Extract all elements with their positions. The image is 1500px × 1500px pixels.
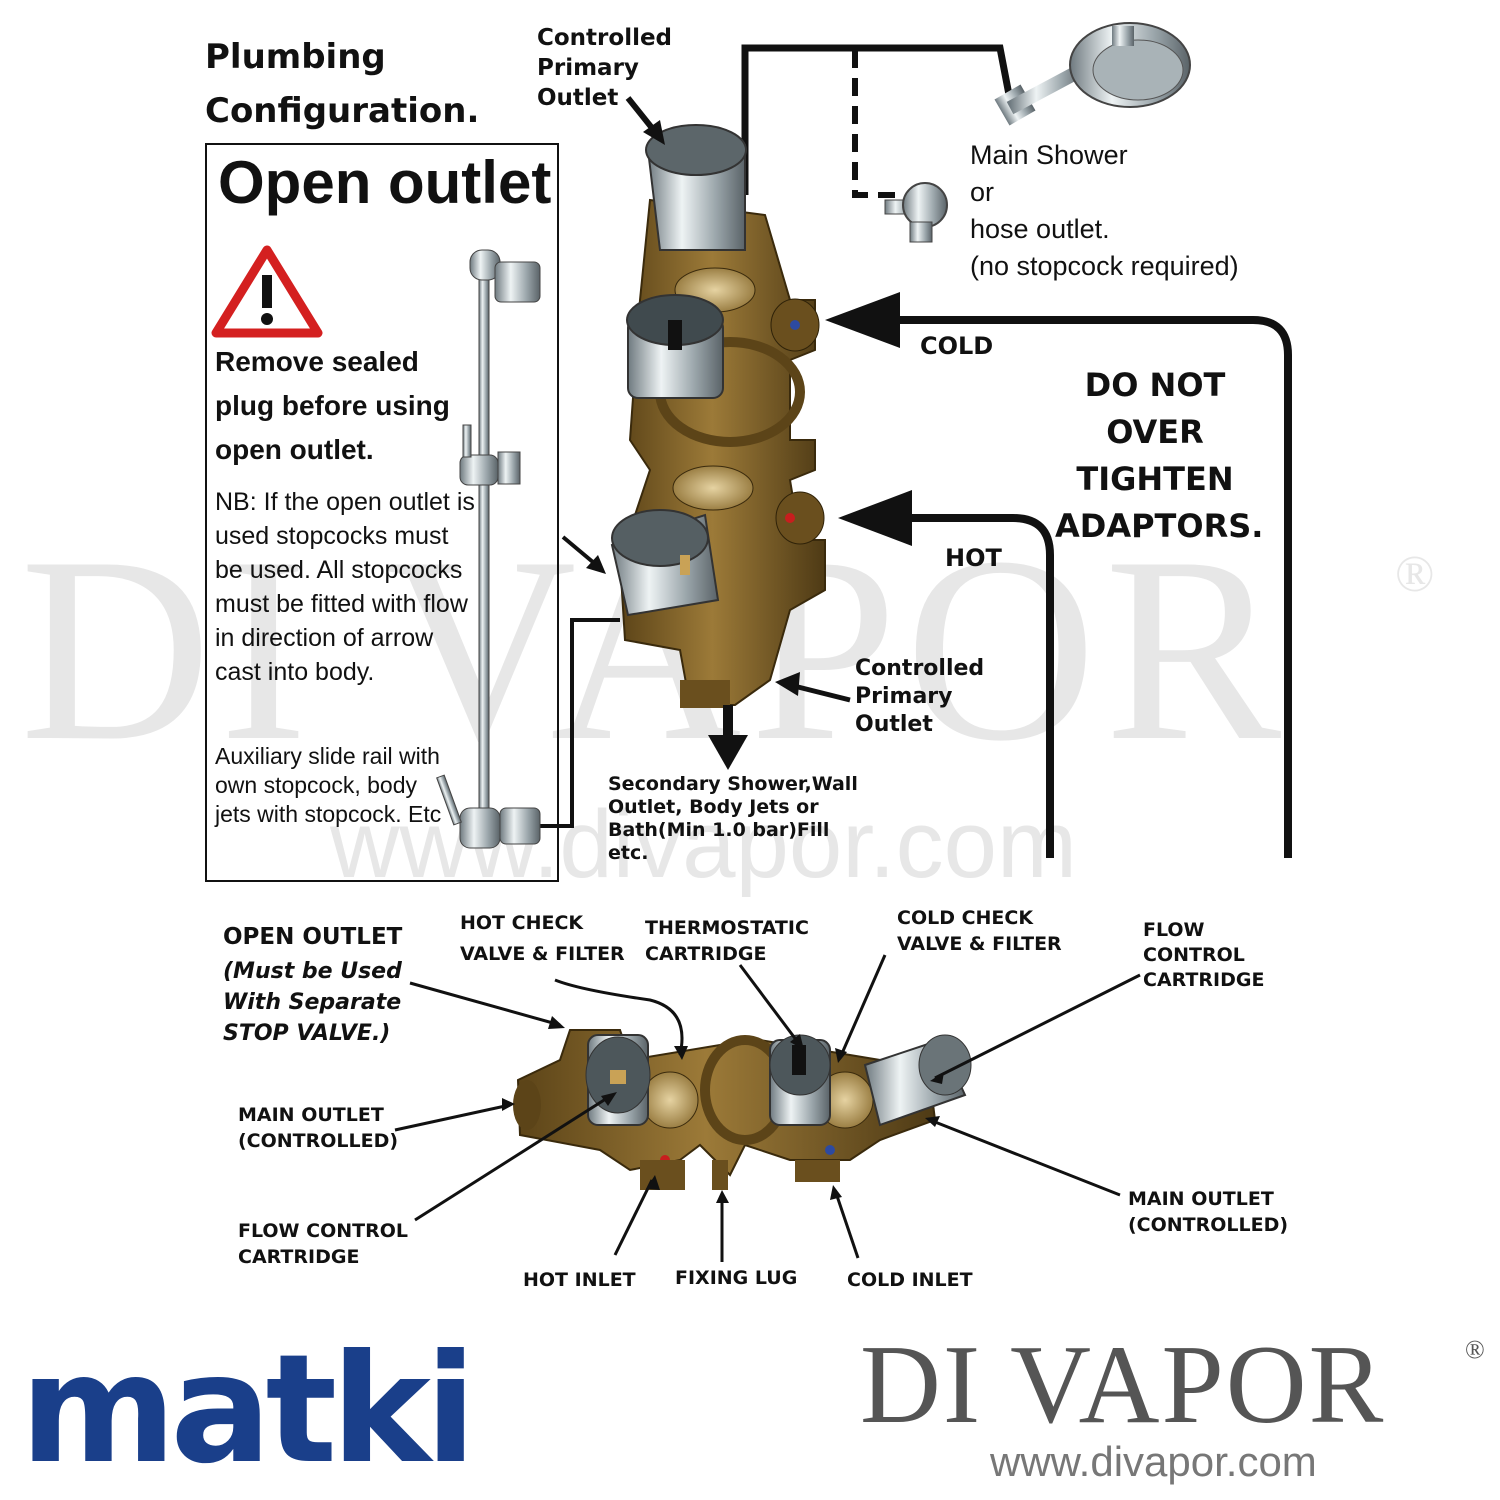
hot-inlet-label: HOT INLET — [523, 1269, 636, 1291]
flow-control-cartridge-left-label: FLOW CONTROL CARTRIDGE — [238, 1220, 408, 1268]
main-shower-or-label: or — [970, 177, 995, 207]
cold-pipe — [880, 316, 1292, 858]
page-title: Plumbing Configuration. — [205, 37, 480, 131]
main-outlet-left-label: MAIN OUTLET (CONTROLLED) — [238, 1104, 399, 1152]
open-outlet-cartridge — [585, 1034, 651, 1126]
open-outlet-label: OPEN OUTLET — [223, 924, 403, 950]
flow-control-cartridge-right-label: FLOW CONTROL CARTRIDGE — [1143, 919, 1265, 991]
primary-outlet-cartridge — [645, 124, 747, 251]
main-outlet-right-label: MAIN OUTLET (CONTROLLED) — [1128, 1188, 1289, 1236]
watermark-registered: ® — [1395, 546, 1435, 603]
auxiliary-text: Auxiliary slide rail with own stopcock, … — [215, 743, 442, 827]
valve-body-horizontal — [513, 1029, 937, 1190]
divapor-logo: DI VAPOR — [860, 1323, 1386, 1447]
matki-logo: matki — [20, 1323, 476, 1497]
fixing-lug-label: FIXING LUG — [675, 1267, 798, 1289]
slide-rail-icon — [436, 249, 541, 849]
notice-heading: Open outlet — [218, 149, 552, 216]
main-shower-pipe — [741, 44, 1014, 198]
hot-check-valve-label: HOT CHECK VALVE & FILTER — [460, 912, 625, 965]
shower-head-icon — [994, 22, 1191, 126]
cold-label: COLD — [920, 332, 994, 360]
valve-body-vertical — [618, 198, 826, 708]
open-outlet-note: (Must be Used With Separate STOP VALVE.) — [223, 959, 402, 1046]
controlled-primary-outlet-bottom-label: Controlled Primary Outlet — [855, 656, 985, 737]
flow-cartridge-horizontal — [863, 1034, 972, 1127]
flow-cartridge-vertical — [610, 509, 720, 617]
hot-label: HOT — [945, 544, 1002, 572]
thermostatic-cartridge-label: THERMOSTATIC CARTRIDGE — [645, 917, 809, 965]
controlled-primary-outlet-top-label: Controlled Primary Outlet — [537, 25, 673, 111]
cold-check-valve-label: COLD CHECK VALVE & FILTER — [897, 907, 1062, 955]
no-stopcock-label: (no stopcock required) — [970, 251, 1239, 281]
hose-outlet-icon — [884, 182, 948, 243]
warning-triangle-icon — [211, 245, 323, 338]
cold-inlet-label: COLD INLET — [847, 1269, 973, 1291]
thermostatic-cartridge-vertical — [626, 294, 724, 399]
leader-lines — [394, 954, 1141, 1262]
thermostatic-cartridge-horizontal — [769, 1034, 831, 1126]
notice-box — [205, 143, 559, 882]
hot-arrow — [838, 490, 912, 546]
nb-text: NB: If the open outlet is used stopcocks… — [215, 488, 475, 686]
hose-outlet-label: hose outlet. — [970, 214, 1110, 244]
hot-pipe — [890, 514, 1054, 858]
divapor-registered-mark: ® — [1465, 1335, 1485, 1364]
over-tighten-warning: DO NOT OVER TIGHTEN ADAPTORS. — [1055, 366, 1264, 545]
cold-arrow — [825, 292, 900, 348]
main-shower-label: Main Shower — [970, 140, 1128, 170]
warning-text: Remove sealed plug before using open out… — [215, 346, 450, 465]
secondary-outlet-label: Secondary Shower,Wall Outlet, Body Jets … — [608, 773, 858, 864]
divapor-url: www.divapor.com — [990, 1438, 1317, 1485]
